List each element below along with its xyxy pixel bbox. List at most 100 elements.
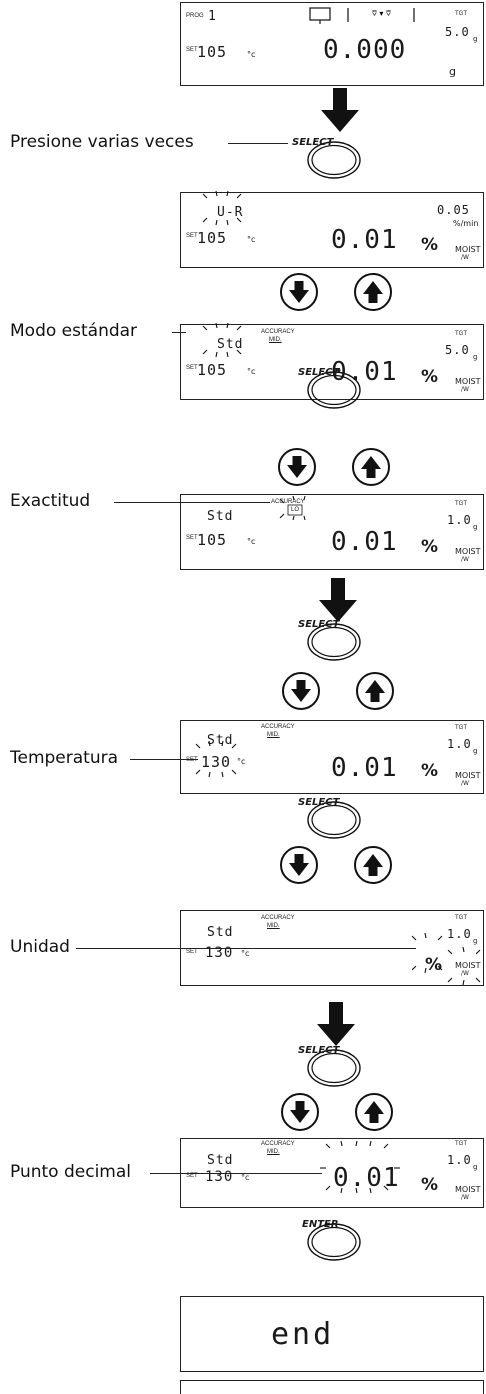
display-panel-initial: PROG 1 SET 105 °c 0.000 g TGT 5.0 g [180, 2, 484, 86]
display-panel-accuracy: Std ACCURACY LO SET 105 °c 0.01 % TGT 1.… [180, 494, 484, 570]
display-panel-end: end [180, 1296, 484, 1372]
enter-button-label: ENTER [302, 1219, 339, 1230]
accuracy-label: ACCURACY [261, 915, 295, 921]
select-button-label: SELECT [292, 137, 334, 148]
mode-value: Std [207, 925, 234, 940]
set-label: SET [186, 365, 198, 371]
set-label: SET [186, 1173, 198, 1179]
moist-label: MOIST [455, 771, 481, 780]
down-key-icon [281, 1093, 319, 1131]
target-unit: g [473, 523, 478, 531]
select-button-label: SELECT [298, 797, 340, 808]
temperature-value: 130 [205, 1169, 234, 1185]
percent-unit: % [421, 537, 439, 557]
up-key-icon [355, 1093, 393, 1131]
rate-unit: %/min [453, 219, 479, 228]
temperature-value: 105 [197, 229, 228, 247]
mid-label: MID. [267, 923, 280, 929]
leader-decimal [150, 1173, 322, 1175]
down-key-icon [282, 672, 320, 710]
percent-value: 0.01 [331, 753, 398, 783]
celsius-unit: °c [241, 1173, 250, 1182]
percent-unit: % [425, 955, 443, 975]
target-unit: g [473, 747, 478, 755]
per-w-label: /W [461, 556, 469, 563]
down-key-icon [280, 273, 318, 311]
celsius-unit: °c [241, 949, 250, 958]
target-value: 5.0 [445, 343, 470, 357]
label-press-several-times: Presione varias veces [10, 132, 194, 152]
target-unit: g [473, 35, 478, 43]
percent-value: 0.01 [331, 527, 398, 557]
temperature-value: 105 [197, 43, 228, 61]
per-w-label: /W [461, 780, 469, 787]
label-std-mode: Modo estándar [10, 321, 138, 341]
up-key-icon [356, 672, 394, 710]
select-button-label: SELECT [298, 367, 340, 378]
up-key-icon [354, 846, 392, 884]
set-label: SET [186, 47, 198, 53]
celsius-unit: °c [247, 537, 256, 546]
leader-press [228, 143, 288, 145]
celsius-unit: °c [247, 50, 256, 59]
per-w-label: /W [461, 970, 469, 977]
temperature-value: 105 [197, 361, 228, 379]
percent-unit: % [421, 235, 439, 255]
moist-label: MOIST [455, 377, 481, 386]
target-value: 1.0 [447, 513, 472, 527]
mid-label: MID. [267, 732, 280, 738]
tgt-label: TGT [455, 725, 467, 731]
target-unit: g [473, 1163, 478, 1171]
tgt-label: TGT [455, 331, 467, 337]
down-key-icon [278, 448, 316, 486]
set-label: SET [186, 233, 198, 239]
set-label: SET [186, 949, 198, 955]
weight-value: 0.000 [323, 35, 407, 65]
mode-value: Std [207, 509, 234, 524]
percent-value: 0.01 [333, 1163, 400, 1193]
lo-label: LO [291, 507, 300, 513]
moist-label: MOIST [455, 547, 481, 556]
mid-label: MID. [269, 337, 282, 343]
celsius-unit: °c [247, 367, 256, 376]
percent-unit: % [421, 367, 439, 387]
down-key-icon [280, 846, 318, 884]
moist-label: MOIST [455, 1185, 481, 1194]
leader-std-mode [172, 332, 186, 334]
celsius-unit: °c [247, 235, 256, 244]
accuracy-label: ACCURACY [261, 329, 295, 335]
display-panel-temperature: Std ACCURACY MID. SET 130 °c 0.01 % TGT … [180, 720, 484, 794]
select-button-label: SELECT [298, 619, 340, 630]
display-panel-final [180, 1380, 484, 1394]
percent-value: 0.01 [331, 225, 398, 255]
per-w-label: /W [461, 254, 469, 261]
display-panel-ur: U-R SET 105 °c 0.01 % 0.05 %/min MOIST /… [180, 192, 484, 268]
target-unit: g [473, 353, 478, 361]
prog-value: 1 [208, 9, 217, 24]
leader-temperature [130, 759, 198, 761]
tgt-label: TGT [455, 11, 467, 17]
tgt-label: TGT [455, 501, 467, 507]
percent-unit: % [421, 761, 439, 781]
percent-unit: % [421, 1175, 439, 1195]
accuracy-label: ACCURACY [261, 724, 295, 730]
celsius-unit: °c [237, 757, 246, 766]
accuracy-label: ACCURACY [271, 499, 305, 505]
gram-unit: g [449, 65, 456, 78]
tgt-label: TGT [455, 1141, 467, 1147]
percent-value: 0.01 [331, 357, 398, 387]
mid-label: MID. [267, 1149, 280, 1155]
up-key-icon [352, 448, 390, 486]
leader-unit [76, 948, 416, 950]
per-w-label: /W [461, 1194, 469, 1201]
prog-label: PROG [186, 13, 204, 19]
mode-value: Std [217, 337, 244, 352]
leader-accuracy [114, 502, 270, 504]
set-label: SET [186, 535, 198, 541]
per-w-label: /W [461, 386, 469, 393]
up-key-icon [354, 273, 392, 311]
label-unit: Unidad [10, 937, 70, 957]
accuracy-label: ACCURACY [261, 1141, 295, 1147]
mode-value: Std [207, 733, 234, 748]
label-decimal-point: Punto decimal [10, 1162, 131, 1182]
